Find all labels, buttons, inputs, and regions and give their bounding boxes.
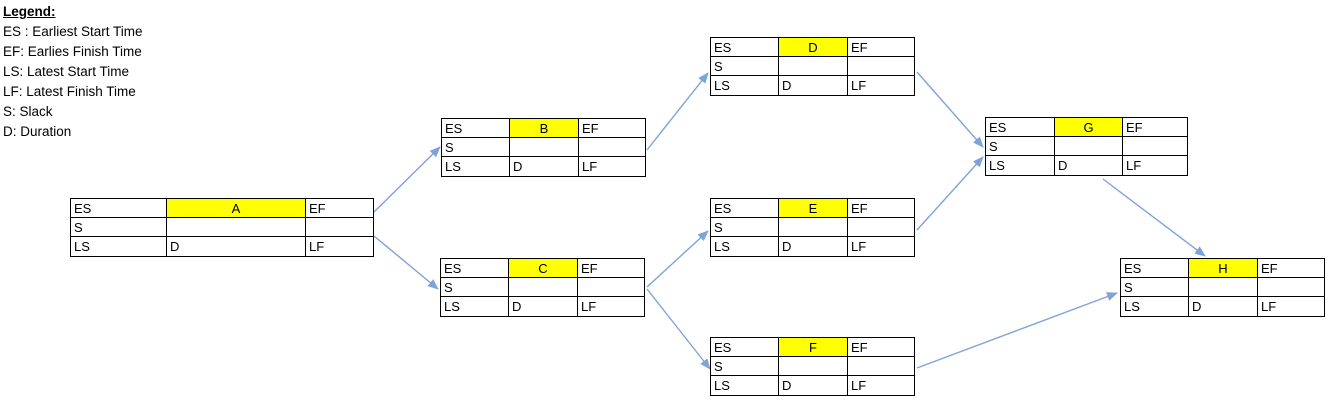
cell-s[interactable]: S	[711, 218, 779, 237]
cell-empty[interactable]	[579, 138, 645, 157]
cell-lf[interactable]: LF	[851, 239, 867, 254]
cell-s[interactable]: S	[986, 137, 1055, 156]
cell-s[interactable]: S	[1121, 278, 1189, 297]
cell-lf[interactable]: LF	[851, 378, 867, 393]
activity-name-cell[interactable]: E	[779, 199, 848, 218]
node-B[interactable]: ES B EF S LS D LF	[441, 118, 646, 177]
cell-empty[interactable]	[578, 278, 644, 297]
node-G[interactable]: ES G EF S LS D LF	[985, 117, 1188, 176]
cell-es[interactable]: ES	[711, 199, 779, 218]
cell-ls[interactable]: LS	[986, 156, 1055, 175]
cell-ls[interactable]: LS	[442, 157, 510, 176]
activity-name-cell[interactable]: F	[779, 338, 848, 357]
legend-item-s: S: Slack	[3, 104, 53, 119]
activity-name-cell[interactable]: C	[509, 259, 578, 278]
cell-empty[interactable]	[510, 138, 579, 157]
activity-name-cell[interactable]: A	[167, 199, 306, 218]
cell-ls[interactable]: LS	[71, 237, 167, 256]
cell-empty[interactable]	[1055, 137, 1123, 156]
cell-ls[interactable]: LS	[711, 376, 779, 395]
activity-name-cell[interactable]: H	[1189, 259, 1258, 278]
legend-title: Legend:	[3, 4, 56, 19]
cell-es[interactable]: ES	[442, 119, 510, 138]
cell-empty[interactable]	[848, 57, 914, 76]
cell-d[interactable]: D	[1189, 297, 1258, 316]
cell-ls[interactable]: LS	[1121, 297, 1189, 316]
legend-item-d: D: Duration	[3, 124, 72, 139]
cell-lf[interactable]: LF	[851, 78, 867, 93]
node-E[interactable]: ES E EF S LS D LF	[710, 198, 915, 257]
legend: Legend: ES : Earliest Start Time EF: Ear…	[3, 2, 143, 142]
cell-es[interactable]: ES	[711, 38, 779, 57]
edge-A-C	[373, 235, 439, 290]
node-D[interactable]: ES D EF S LS D LF	[710, 37, 915, 96]
edge-C-E	[646, 230, 709, 288]
cell-es[interactable]: ES	[71, 199, 167, 218]
cell-d[interactable]: D	[510, 157, 579, 176]
cell-lf[interactable]: LF	[1261, 299, 1277, 314]
cell-s[interactable]: S	[442, 138, 510, 157]
node-H[interactable]: ES H EF S LS D LF	[1120, 258, 1325, 317]
legend-item-lf: LF: Latest Finish Time	[3, 84, 136, 99]
node-C[interactable]: ES C EF S LS D LF	[440, 258, 645, 317]
cell-d[interactable]: D	[779, 237, 848, 256]
legend-item-ls: LS: Latest Start Time	[3, 64, 130, 79]
activity-name-cell[interactable]: G	[1055, 118, 1123, 137]
cell-empty[interactable]	[306, 218, 373, 237]
activity-name-cell[interactable]: D	[779, 38, 848, 57]
cell-empty[interactable]	[1123, 137, 1187, 156]
cell-lf[interactable]: LF	[582, 159, 598, 174]
cell-empty[interactable]	[848, 357, 914, 376]
node-A[interactable]: ES A EF S LS D LF	[70, 198, 374, 257]
cell-es[interactable]: ES	[441, 259, 509, 278]
cell-s[interactable]: S	[711, 357, 779, 376]
cell-empty[interactable]	[509, 278, 578, 297]
edge-E-G	[916, 156, 984, 231]
cell-s[interactable]: S	[441, 278, 509, 297]
node-F[interactable]: ES F EF S LS D LF	[710, 337, 915, 396]
cell-ef[interactable]: EF	[1258, 259, 1324, 278]
cell-empty[interactable]	[1258, 278, 1324, 297]
edge-B-D	[646, 72, 709, 151]
cell-ls[interactable]: LS	[711, 237, 779, 256]
cell-ls[interactable]: LS	[711, 76, 779, 95]
cell-ef[interactable]: EF	[848, 338, 914, 357]
legend-item-ef: EF: Earlies Finish Time	[3, 44, 142, 59]
activity-name-cell[interactable]: B	[510, 119, 579, 138]
cell-lf[interactable]: LF	[1126, 158, 1142, 173]
cell-empty[interactable]	[167, 218, 306, 237]
cell-empty[interactable]	[1189, 278, 1258, 297]
cell-lf[interactable]: LF	[581, 299, 597, 314]
edge-D-G	[916, 71, 984, 148]
cell-empty[interactable]	[848, 218, 914, 237]
cell-empty[interactable]	[779, 218, 848, 237]
cell-es[interactable]: ES	[1121, 259, 1189, 278]
cell-d[interactable]: D	[167, 237, 306, 256]
cell-ef[interactable]: EF	[848, 38, 914, 57]
cell-ef[interactable]: EF	[848, 199, 914, 218]
cell-ef[interactable]: EF	[306, 199, 373, 218]
edge-G-H	[1102, 178, 1206, 257]
cell-ls[interactable]: LS	[441, 297, 509, 316]
cell-es[interactable]: ES	[711, 338, 779, 357]
cell-ef[interactable]: EF	[578, 259, 644, 278]
edge-F-H	[916, 292, 1118, 369]
cell-es[interactable]: ES	[986, 118, 1055, 137]
cell-ef[interactable]: EF	[1123, 118, 1187, 137]
legend-item-es: ES : Earliest Start Time	[3, 24, 143, 39]
cell-lf[interactable]: LF	[309, 239, 325, 254]
cell-s[interactable]: S	[71, 218, 167, 237]
cell-ef[interactable]: EF	[579, 119, 645, 138]
cell-s[interactable]: S	[711, 57, 779, 76]
edge-A-B	[373, 146, 441, 213]
cell-d[interactable]: D	[779, 76, 848, 95]
edge-C-F	[646, 288, 711, 370]
cell-empty[interactable]	[779, 57, 848, 76]
cell-d[interactable]: D	[1055, 156, 1123, 175]
cell-empty[interactable]	[779, 357, 848, 376]
cell-d[interactable]: D	[509, 297, 578, 316]
cell-d[interactable]: D	[779, 376, 848, 395]
